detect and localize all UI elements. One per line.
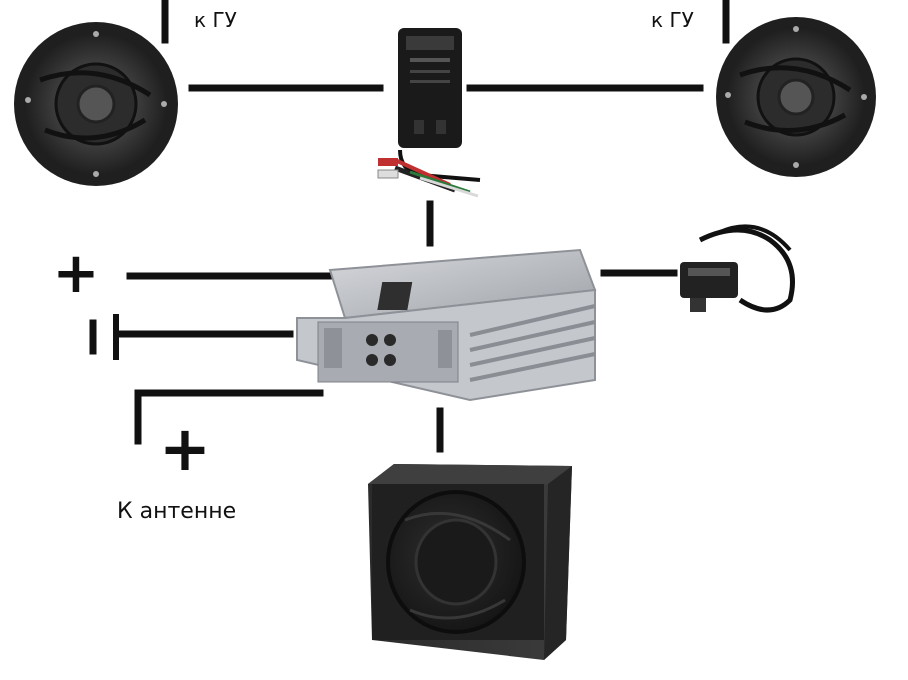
subwoofer <box>368 464 572 660</box>
antenna-positive-symbol: + <box>159 412 211 485</box>
label-right-head-unit: к ГУ <box>651 8 694 32</box>
positive-terminal-symbol: + <box>53 241 100 306</box>
amplifier <box>296 248 597 402</box>
left-speaker <box>14 22 178 186</box>
wires <box>89 0 730 453</box>
label-left-head-unit: к ГУ <box>194 8 237 32</box>
remote-bass-controller <box>680 224 795 313</box>
label-antenna: К антенне <box>117 499 236 524</box>
wire-remote-antenna <box>134 389 324 445</box>
line-output-converter <box>377 28 481 198</box>
right-speaker <box>716 17 876 177</box>
